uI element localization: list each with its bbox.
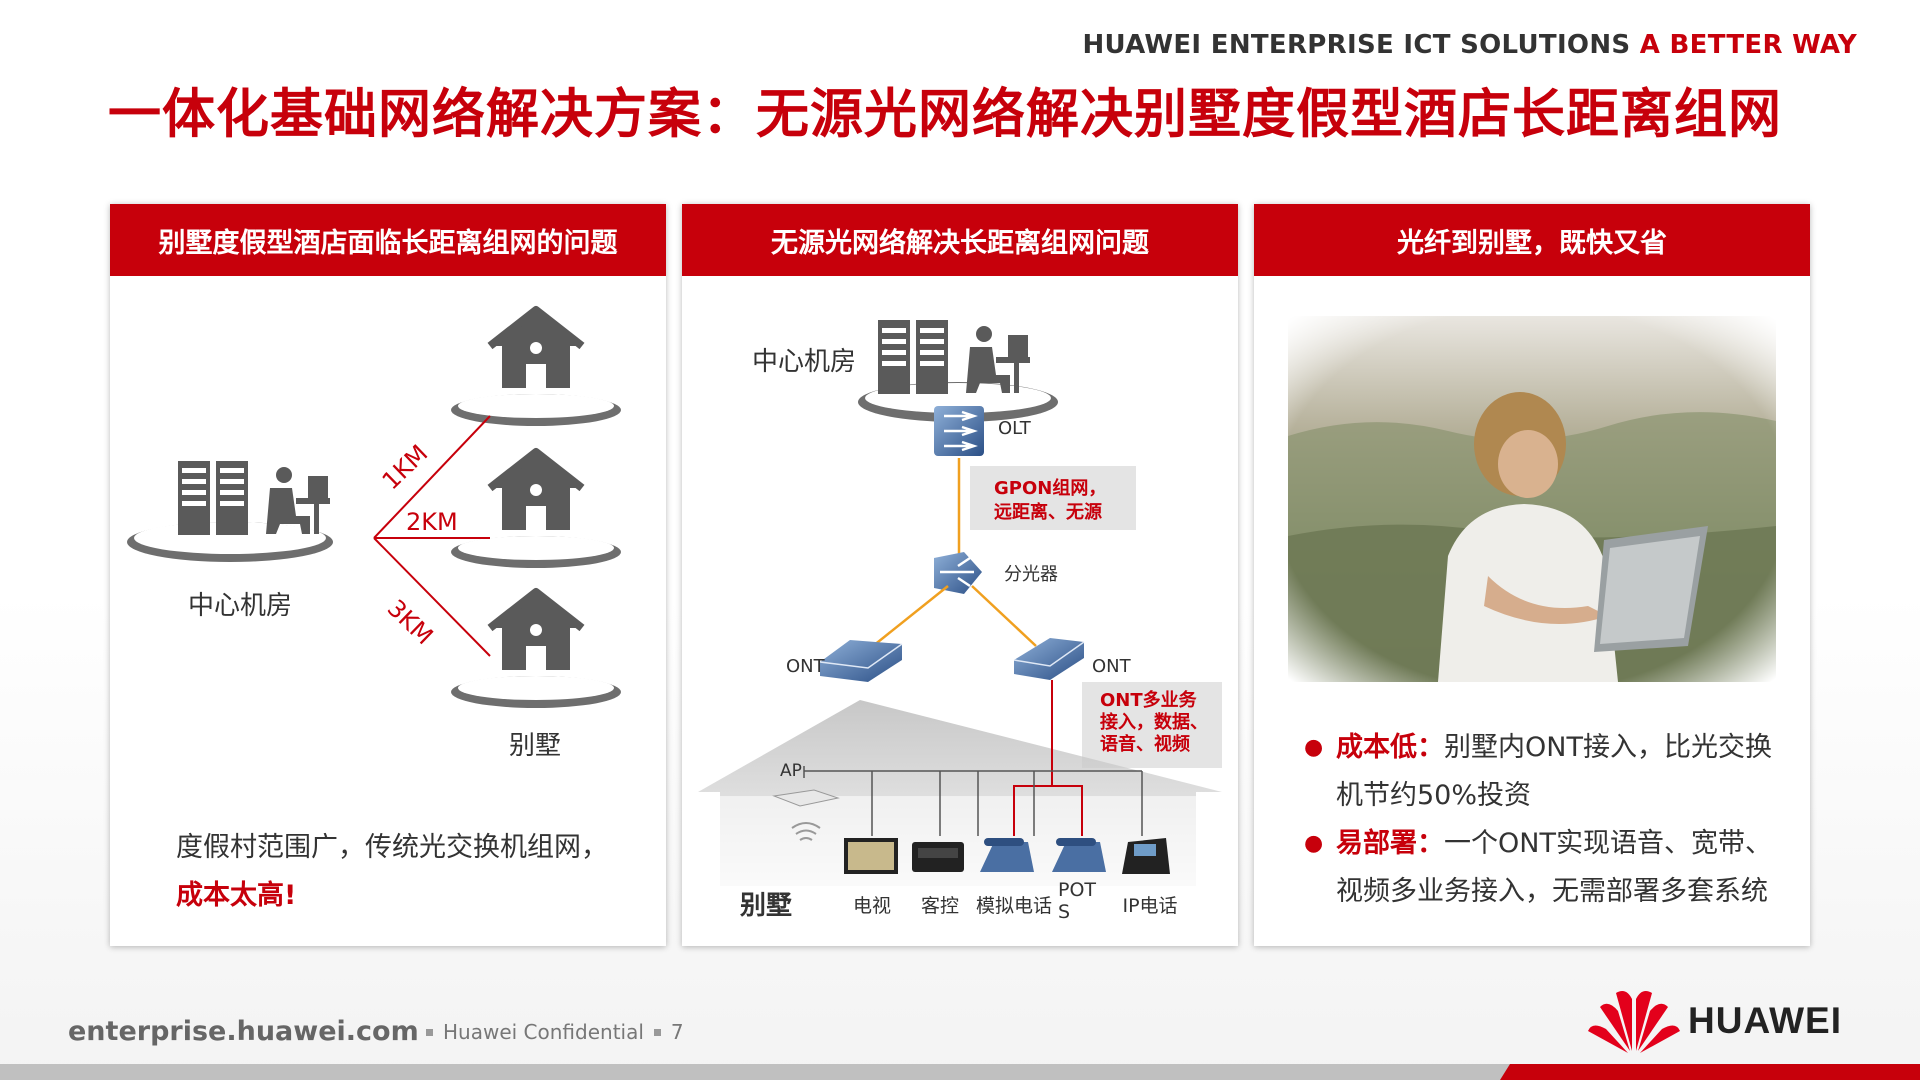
benefit-deploy-key: 易部署： bbox=[1336, 828, 1444, 859]
olt-device-icon bbox=[934, 406, 984, 456]
separator-square-icon bbox=[426, 1029, 433, 1036]
analog-phone-icon bbox=[980, 838, 1034, 872]
ont-note-line3: 语音、视频 bbox=[1100, 733, 1190, 755]
pots-wire-branch bbox=[1013, 785, 1083, 836]
ont-right-label: ONT bbox=[1092, 656, 1132, 677]
header-tagline: HUAWEI ENTERPRISE ICT SOLUTIONS A BETTER… bbox=[1082, 30, 1857, 60]
footer-bar bbox=[0, 1064, 1920, 1080]
distance-3km: 3KM bbox=[382, 594, 439, 650]
huawei-logo-text: HUAWEI bbox=[1688, 1000, 1842, 1041]
benefit-deploy-text-2: 视频多业务接入，无需部署多套系统 bbox=[1336, 876, 1768, 907]
ont-right-device-icon bbox=[1013, 638, 1085, 680]
benefit-cost: ● 成本低：别墅内ONT接入，比光交换 机节约50%投资 bbox=[1296, 724, 1796, 820]
panel-benefits-heading: 光纤到别墅，既快又省 bbox=[1254, 204, 1810, 276]
villa-label: 别墅 bbox=[509, 731, 561, 761]
ip-phone-icon bbox=[1122, 838, 1170, 874]
footer-bar-accent bbox=[1500, 1064, 1920, 1080]
boy-laptop-field-photo bbox=[1288, 316, 1776, 682]
datacenter-icon bbox=[858, 320, 1058, 422]
lan-bus bbox=[803, 766, 1142, 778]
problem-description: 度假村范围广，传统光交换机组网， 成本太高! bbox=[176, 824, 608, 920]
gpon-note-line1: GPON组网， bbox=[994, 477, 1106, 499]
ont-note-line2: 接入，数据、 bbox=[1100, 711, 1208, 733]
benefit-deploy-text-1: 一个ONT实现语音、宽带、 bbox=[1444, 828, 1772, 859]
panel-problem-heading: 别墅度假型酒店面临长距离组网的问题 bbox=[110, 204, 666, 276]
villa-house-icon-2 bbox=[451, 448, 621, 568]
device-control-label: 客控 bbox=[921, 895, 959, 917]
device-pots-label-1: POT bbox=[1058, 879, 1096, 901]
ont-note-box bbox=[1082, 682, 1222, 768]
panel-solution: 无源光网络解决长距离组网问题 bbox=[682, 204, 1238, 946]
room-control-icon bbox=[912, 842, 964, 872]
bullet-dot-icon: ● bbox=[1304, 735, 1324, 760]
ont-note-line1: ONT多业务 bbox=[1100, 689, 1198, 711]
access-point-icon bbox=[772, 789, 840, 841]
benefit-deploy: ● 易部署：一个ONT实现语音、宽带、 视频多业务接入，无需部署多套系统 bbox=[1296, 820, 1796, 916]
pots-phone-icon bbox=[1052, 838, 1106, 872]
confidential-label: Huawei Confidential bbox=[443, 1020, 644, 1044]
villa-house-icon-1 bbox=[451, 306, 621, 426]
footer-confidential: Huawei Confidential 7 bbox=[416, 1020, 684, 1044]
panel-benefits: 光纤到别墅，既快又省 bbox=[1254, 204, 1810, 946]
separator-square-icon bbox=[653, 1029, 661, 1036]
center-room-label: 中心机房 bbox=[752, 347, 856, 377]
gpon-note-line2: 远距离、无源 bbox=[994, 501, 1102, 523]
link-1km bbox=[373, 415, 491, 539]
slide-title: 一体化基础网络解决方案：无源光网络解决别墅度假型酒店长距离组网 bbox=[108, 84, 1782, 145]
bullet-dot-icon: ● bbox=[1304, 831, 1324, 856]
benefit-cost-key: 成本低： bbox=[1336, 732, 1444, 763]
distance-1km: 1KM bbox=[377, 439, 434, 495]
fiber-branch-right bbox=[971, 585, 1037, 647]
panel-solution-heading: 无源光网络解决长距离组网问题 bbox=[682, 204, 1238, 276]
device-pots-label-2: S bbox=[1058, 901, 1070, 923]
panel-problem: 别墅度假型酒店面临长距离组网的问题 bbox=[110, 204, 666, 946]
benefit-cost-text-1: 别墅内ONT接入，比光交换 bbox=[1444, 732, 1772, 763]
device-analog-phone-label: 模拟电话 bbox=[976, 895, 1052, 917]
problem-line2: 成本太高! bbox=[176, 880, 297, 911]
ont-left-device-icon bbox=[819, 640, 903, 682]
huawei-flower-logo-icon bbox=[1588, 991, 1680, 1053]
footer-url: enterprise.huawei.com bbox=[68, 1016, 419, 1047]
gpon-note-box bbox=[970, 466, 1136, 530]
splitter-icon bbox=[934, 552, 982, 594]
villa-house-icon-3 bbox=[451, 588, 621, 708]
ont-left-label: ONT bbox=[786, 656, 826, 677]
benefit-cost-text-2: 机节约50%投资 bbox=[1336, 780, 1532, 811]
villa-label: 别墅 bbox=[739, 891, 792, 921]
gpon-topology-diagram: 中心机房 OLT GPON组网， 远距离、无源 分光器 ONT bbox=[698, 320, 1222, 946]
tagline-accent: A BETTER WAY bbox=[1639, 30, 1857, 60]
link-3km bbox=[373, 537, 491, 657]
tv-icon bbox=[844, 838, 898, 874]
tagline-main: HUAWEI ENTERPRISE ICT SOLUTIONS bbox=[1082, 30, 1631, 60]
splitter-label: 分光器 bbox=[1004, 564, 1058, 585]
benefit-list: ● 成本低：别墅内ONT接入，比光交换 机节约50%投资 ● 易部署：一个ONT… bbox=[1296, 724, 1796, 916]
long-distance-diagram: 中心机房 别墅 1 bbox=[127, 306, 621, 761]
olt-label: OLT bbox=[998, 418, 1032, 439]
datacenter-icon bbox=[127, 461, 333, 562]
problem-line1: 度假村范围广，传统光交换机组网， bbox=[176, 832, 608, 863]
device-ip-phone-label: IP电话 bbox=[1122, 895, 1177, 917]
fiber-branch-left bbox=[867, 585, 949, 651]
distance-2km: 2KM bbox=[406, 508, 458, 536]
device-tv-label: 电视 bbox=[853, 895, 891, 917]
page-number: 7 bbox=[670, 1020, 684, 1044]
center-room-label: 中心机房 bbox=[188, 591, 292, 621]
ap-label: AP bbox=[780, 761, 802, 781]
